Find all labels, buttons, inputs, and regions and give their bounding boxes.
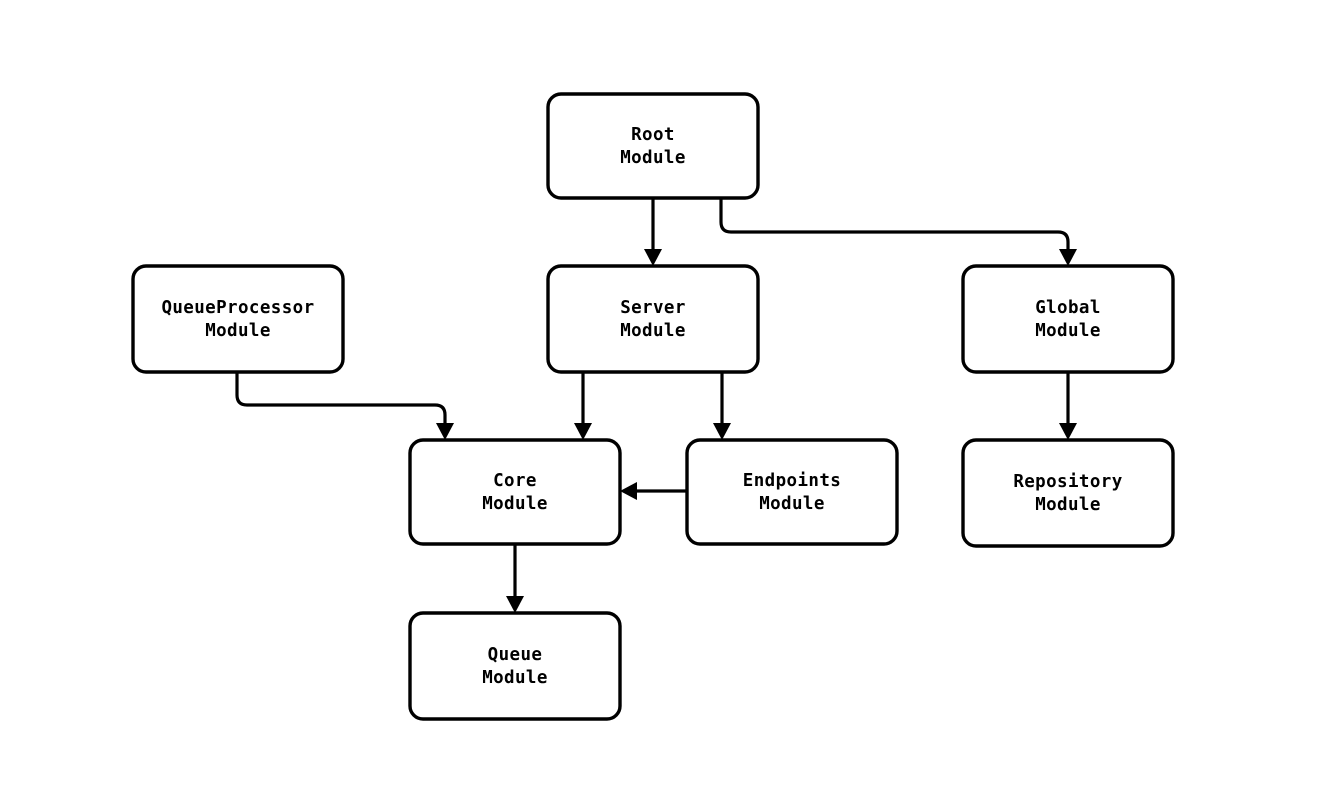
- node-label-secondary: Module: [205, 321, 271, 341]
- node-label-primary: Queue: [488, 645, 543, 665]
- node-box[interactable]: [961, 438, 1175, 548]
- arrowhead-icon: [1059, 249, 1077, 266]
- arrowhead-icon: [620, 482, 637, 500]
- node-label-secondary: Module: [620, 321, 686, 341]
- node-label-secondary: Module: [620, 148, 686, 168]
- edge-root-to-server: [644, 198, 662, 266]
- edge-global-to-repository: [1059, 372, 1077, 440]
- node-label-primary: Core: [493, 471, 537, 491]
- node-box[interactable]: [685, 438, 899, 546]
- node-label-primary: Server: [620, 298, 686, 318]
- edge-server-to-endpoints: [713, 372, 731, 440]
- edge-endpoints-to-core: [620, 482, 687, 500]
- arrowhead-icon: [506, 596, 524, 613]
- node-label-primary: Endpoints: [743, 471, 841, 491]
- edge-line: [719, 198, 1070, 252]
- edges-layer: [235, 198, 1077, 613]
- nodes-layer: RootModuleQueueProcessorModuleServerModu…: [131, 92, 1175, 721]
- node-box[interactable]: [408, 438, 622, 546]
- node-label-secondary: Module: [759, 494, 825, 514]
- arrowhead-icon: [1059, 423, 1077, 440]
- node-box[interactable]: [546, 264, 760, 374]
- edge-core-to-queue: [506, 544, 524, 613]
- node-label-primary: Global: [1035, 298, 1101, 318]
- node-box[interactable]: [408, 611, 622, 721]
- node-label-secondary: Module: [482, 668, 548, 688]
- arrowhead-icon: [644, 249, 662, 266]
- node-label-primary: QueueProcessor: [161, 298, 314, 318]
- node-box[interactable]: [546, 92, 760, 200]
- edge-root-to-global: [719, 198, 1077, 266]
- arrowhead-icon: [574, 423, 592, 440]
- node-label-primary: Root: [631, 125, 675, 145]
- arrowhead-icon: [436, 423, 454, 440]
- node-label-primary: Repository: [1013, 472, 1122, 492]
- node-label-secondary: Module: [482, 494, 548, 514]
- node-label-secondary: Module: [1035, 321, 1101, 341]
- node-label-secondary: Module: [1035, 495, 1101, 515]
- edge-line: [235, 372, 447, 426]
- edge-queueprocessor-to-core: [235, 372, 454, 440]
- arrowhead-icon: [713, 423, 731, 440]
- node-box[interactable]: [131, 264, 345, 374]
- edge-server-to-core: [574, 372, 592, 440]
- node-box[interactable]: [961, 264, 1175, 374]
